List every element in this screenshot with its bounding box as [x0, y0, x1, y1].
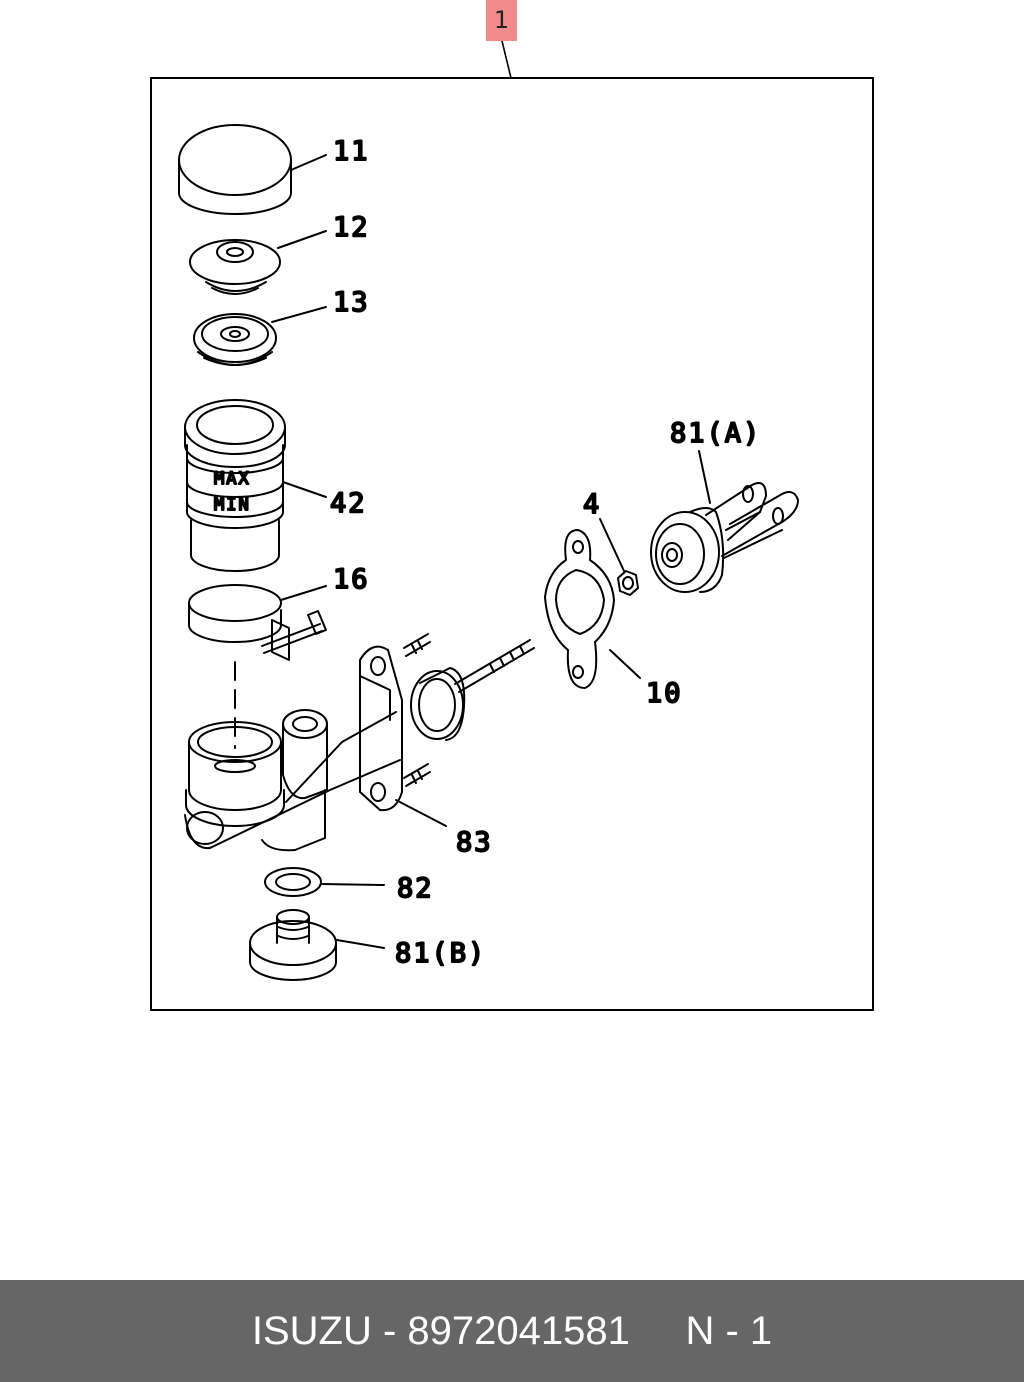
part-81a-clevis [650, 450, 799, 593]
label-4: 4 [583, 489, 601, 520]
footer-part-number: 8972041581 [407, 1308, 630, 1353]
part-13-seal [193, 306, 327, 366]
level-max-mark: MAX [214, 469, 251, 489]
part-82-washer [264, 867, 385, 897]
label-83: 83 [456, 827, 493, 858]
callout-number-tag: 1 [486, 0, 517, 41]
callout-leader [501, 40, 512, 79]
footer-separator: - [371, 1308, 408, 1353]
part-12-diaphragm [189, 230, 327, 295]
label-42: 42 [330, 488, 367, 519]
level-min-mark: MIN [214, 495, 251, 515]
part-81b-plug [249, 909, 385, 981]
part-42-reservoir [184, 399, 327, 572]
label-10: 10 [646, 678, 683, 709]
label-11: 11 [333, 136, 370, 167]
part-11-cap [178, 124, 327, 215]
footer-brand: ISUZU [251, 1308, 372, 1353]
label-81b: 81(B) [395, 938, 486, 969]
label-12: 12 [333, 212, 370, 243]
label-16: 16 [333, 564, 370, 595]
part-83-master-cylinder [184, 633, 535, 852]
part-16-clamp [188, 584, 327, 661]
footer-note: N - 1 [685, 1308, 773, 1353]
part-10-gasket [544, 529, 641, 689]
label-81a: 81(A) [670, 418, 761, 449]
parts-diagram: 11 12 13 MAX MIN 42 [150, 40, 874, 1011]
footer-bar: ISUZU - 8972041581 N - 1 [0, 1280, 1024, 1382]
diagram-frame [150, 77, 874, 1011]
label-13: 13 [333, 287, 370, 318]
part-4-nut [599, 518, 639, 596]
label-82: 82 [397, 873, 434, 904]
footer-spacer [630, 1309, 686, 1354]
